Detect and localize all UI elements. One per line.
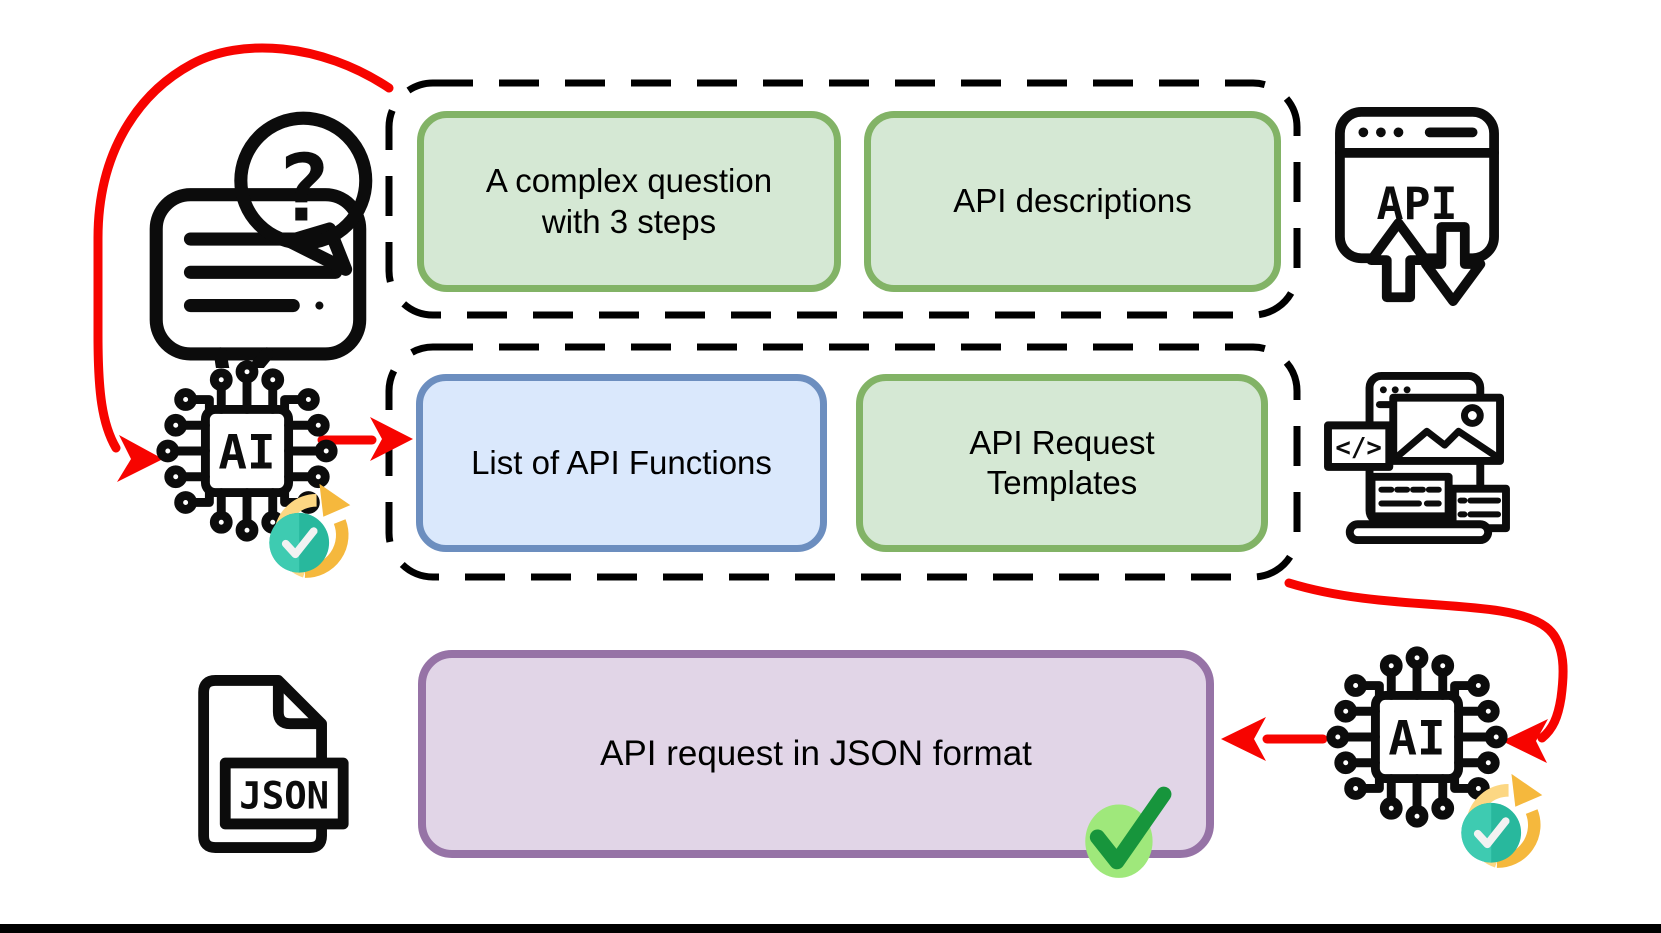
code-snippet-label: </> — [1335, 433, 1381, 463]
website-builder-icon: </> — [1324, 371, 1510, 545]
image-panel-icon — [1389, 393, 1505, 465]
ai-label: AI — [1388, 711, 1445, 766]
arrow-ai-to-json — [1221, 717, 1328, 761]
ai-chip-icon-right: AI — [1326, 646, 1508, 828]
bottom-bar — [0, 924, 1661, 933]
box-label: A complex question with 3 steps — [485, 162, 773, 240]
dashed-group-inputs — [385, 79, 1301, 319]
box-api-descriptions: API descriptions — [864, 111, 1281, 292]
box-complex-question: A complex question with 3 steps — [417, 111, 841, 292]
dashed-group-middle — [385, 343, 1301, 581]
box-api-functions: List of API Functions — [416, 374, 827, 552]
refresh-arrowhead — [1511, 773, 1543, 807]
json-file-icon: JSON — [198, 675, 349, 853]
check-icon — [281, 527, 318, 559]
box-label: API descriptions — [953, 182, 1192, 220]
refresh-check-badge — [1461, 773, 1543, 868]
laptop-base — [1345, 520, 1493, 545]
keyboard-panel-icon — [1367, 472, 1453, 521]
chat-question-icon: ? — [149, 111, 373, 368]
check-icon — [1473, 817, 1510, 849]
box-label: API Request Templates — [969, 423, 1155, 501]
box-json-request: API request in JSON format — [418, 650, 1214, 858]
question-mark-glyph: ? — [275, 135, 331, 243]
ai-label: AI — [218, 425, 275, 480]
box-api-templates: API Request Templates — [856, 374, 1268, 552]
json-label: JSON — [239, 773, 329, 817]
arrow-ai-to-functions — [317, 417, 413, 461]
box-label: List of API Functions — [471, 443, 772, 481]
ai-chip-icon-left: AI — [156, 360, 338, 542]
refresh-check-badge — [269, 483, 351, 578]
refresh-arrowhead — [319, 483, 351, 517]
api-browser-icon: API — [1335, 106, 1499, 306]
arrow-middle-to-ai — [1284, 578, 1568, 763]
upload-arrow-icon — [1366, 218, 1431, 303]
success-check-icon — [1085, 786, 1172, 878]
code-panel-icon — [1324, 421, 1394, 471]
download-arrow-icon — [1420, 222, 1486, 306]
box-label: API request in JSON format — [600, 733, 1032, 773]
api-label: API — [1376, 177, 1457, 230]
arrow-inputs-to-ai — [93, 43, 394, 482]
